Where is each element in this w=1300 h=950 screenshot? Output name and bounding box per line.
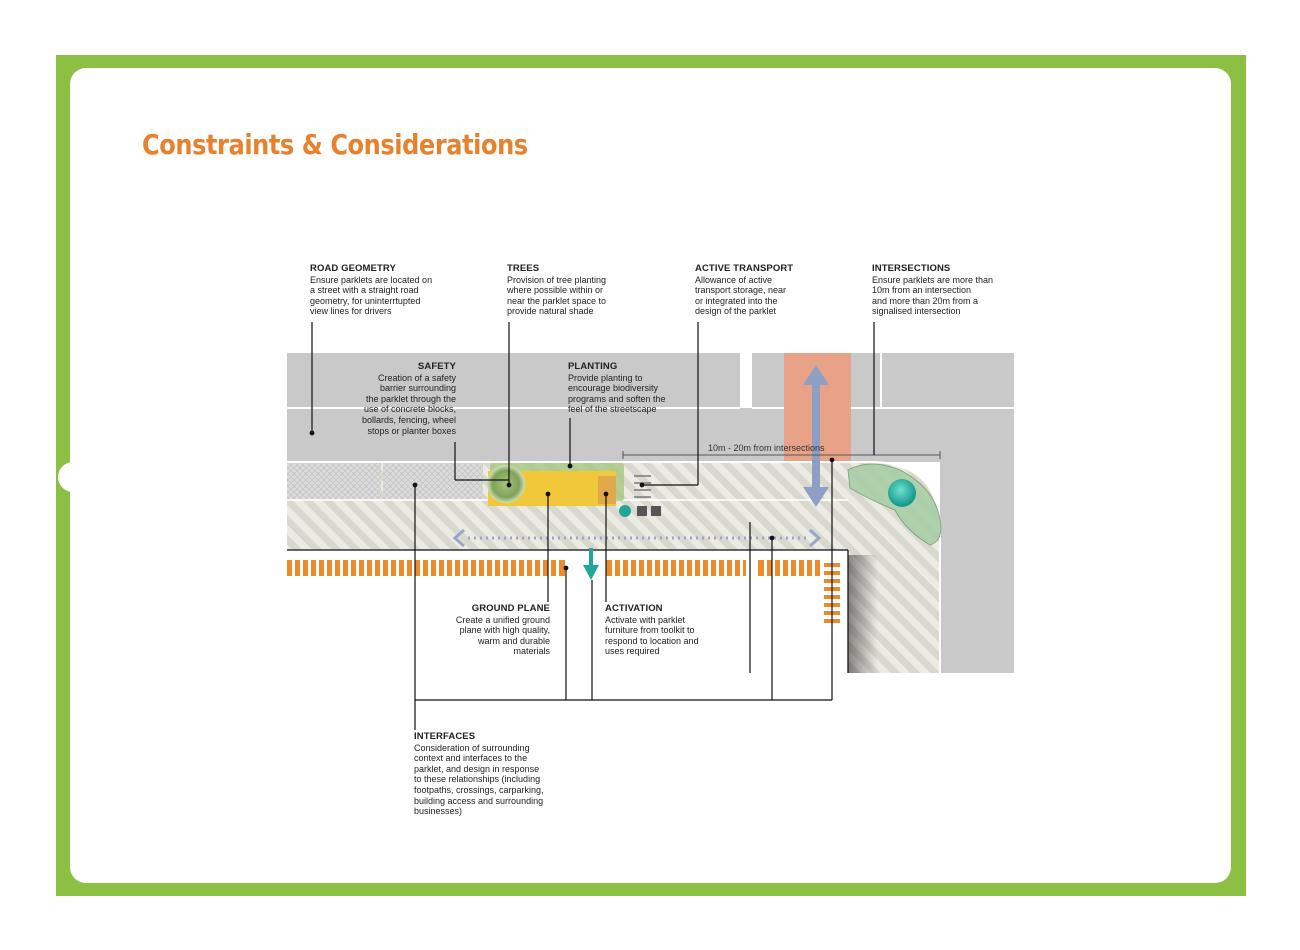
seat-block: [651, 506, 661, 516]
annotation-planting: PLANTING Provide planting to encourage b…: [568, 361, 698, 415]
annotation-heading: PLANTING: [568, 361, 618, 372]
parking-bay: [383, 463, 483, 499]
annotation-body: Ensure parklets are more than 10m from a…: [872, 274, 994, 317]
annotation-body: Activate with parklet furniture from too…: [605, 614, 699, 657]
building-frontage: [287, 560, 840, 623]
corner-tree: [888, 479, 916, 507]
annotation-ground-plane: GROUND PLANE Create a unified ground pla…: [430, 603, 550, 657]
annotation-intersections: INTERSECTIONS Ensure parklets are more t…: [872, 263, 1022, 317]
distance-dimension: [622, 451, 941, 459]
median-gap: [740, 353, 752, 408]
page-title: Constraints & Considerations: [142, 128, 528, 161]
activation-arrow: [583, 548, 599, 580]
annotation-heading: ACTIVATION: [605, 603, 663, 614]
annotation-heading: INTERFACES: [414, 731, 476, 742]
tree-canopy: [487, 465, 525, 503]
annotation-active-transport: ACTIVE TRANSPORT Allowance of active tra…: [695, 263, 825, 317]
seat-block: [637, 506, 647, 516]
annotation-body: Ensure parklets are located on a street …: [310, 274, 433, 317]
annotation-road-geometry: ROAD GEOMETRY Ensure parklets are locate…: [310, 263, 460, 317]
annotation-heading: ROAD GEOMETRY: [310, 263, 396, 274]
footpath: [287, 462, 940, 673]
distance-label: 10m - 20m from intersections: [708, 443, 825, 453]
annotation-body: Consideration of surrounding context and…: [414, 742, 544, 817]
annotation-body: Creation of a safety barrier surrounding…: [361, 372, 456, 436]
bike-rack: [634, 475, 651, 498]
parklet-deck: [598, 476, 616, 504]
parking-bay: [287, 463, 381, 499]
annotation-heading: GROUND PLANE: [471, 603, 550, 614]
annotation-body: Provision of tree planting where possibl…: [507, 274, 607, 317]
bollard-teal: [619, 505, 631, 517]
leader-lines: [309, 322, 875, 730]
side-road: [940, 353, 1014, 673]
crossing-arrow: [803, 365, 829, 507]
annotation-trees: TREES Provision of tree planting where p…: [507, 263, 637, 317]
annotation-heading: INTERSECTIONS: [872, 263, 951, 274]
annotation-body: Create a unified ground plane with high …: [455, 614, 550, 657]
annotation-heading: TREES: [507, 263, 540, 274]
pedestrian-flow-arrow: [452, 528, 822, 548]
annotation-heading: SAFETY: [417, 361, 456, 372]
annotation-body: Provide planting to encourage biodiversi…: [568, 372, 666, 415]
annotation-interfaces: INTERFACES Consideration of surrounding …: [414, 731, 574, 817]
annotation-body: Allowance of active transport storage, n…: [695, 274, 787, 317]
frame-notch: [58, 462, 88, 492]
annotation-safety: SAFETY Creation of a safety barrier surr…: [330, 361, 456, 436]
annotation-activation: ACTIVATION Activate with parklet furnitu…: [605, 603, 735, 657]
annotation-heading: ACTIVE TRANSPORT: [695, 263, 794, 274]
